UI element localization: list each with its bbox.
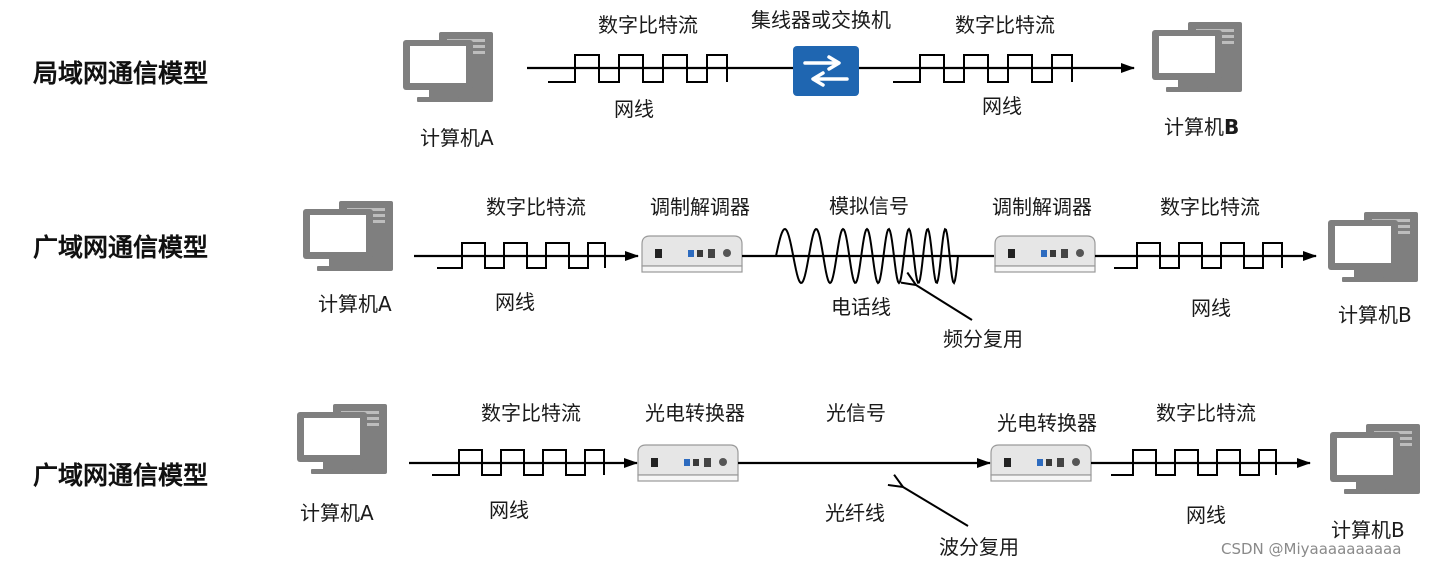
device-label: 集线器或交换机 [751, 8, 891, 32]
signal-label: 数字比特流 [1156, 401, 1256, 425]
device-label: 光电转换器 [645, 401, 745, 425]
cable-label: 光纤线 [825, 501, 885, 525]
desktop-computer-icon [403, 32, 493, 102]
desktop-computer-icon [303, 201, 393, 271]
multiplex-label: 频分复用 [943, 327, 1023, 351]
modem-device-icon [994, 235, 1096, 273]
desktop-computer-icon [1152, 22, 1242, 92]
signal-label: 数字比特流 [486, 195, 586, 219]
computer-label: 计算机A [300, 501, 374, 525]
modem-device-icon [641, 235, 743, 273]
square-wave [432, 449, 605, 476]
signal-label: 数字比特流 [955, 13, 1055, 37]
cable-label: 网线 [495, 290, 535, 314]
device-label: 调制解调器 [650, 195, 750, 219]
computer-label-letter: B [1224, 115, 1239, 139]
device-label: 光电转换器 [997, 411, 1097, 435]
square-wave [437, 242, 606, 269]
signal-label: 数字比特流 [1160, 195, 1260, 219]
computer-label: 计算机A [420, 126, 494, 150]
pointer-arrow [916, 285, 973, 321]
cable-label: 网线 [1191, 296, 1231, 320]
signal-label: 模拟信号 [829, 194, 909, 218]
row-title: 广域网通信模型 [33, 461, 208, 490]
multiplex-label: 波分复用 [939, 535, 1019, 559]
modem-device-icon [637, 444, 739, 482]
signal-label: 数字比特流 [598, 13, 698, 37]
computer-label: 计算机B [1331, 518, 1405, 542]
computer-label: 计算机A [318, 292, 392, 316]
watermark: CSDN @Miyaaaaaaaaaa [1221, 540, 1401, 558]
sine-wave [775, 227, 959, 285]
signal-label: 数字比特流 [481, 401, 581, 425]
pointer-arrow [903, 487, 969, 527]
desktop-computer-icon [1328, 212, 1418, 282]
square-wave [548, 54, 728, 83]
network-switch-icon [791, 44, 861, 98]
row-wan-fiber: 广域网通信模型 计算机A 数字比特流 网线 光电转换器 光信号 光纤线 波分复用… [33, 401, 1420, 559]
desktop-computer-icon [297, 404, 387, 474]
cable-label: 网线 [614, 97, 654, 121]
device-label: 调制解调器 [992, 195, 1092, 219]
cable-label: 电话线 [831, 295, 891, 319]
modem-device-icon [990, 444, 1092, 482]
cable-label: 网线 [982, 94, 1022, 118]
signal-label: 光信号 [826, 401, 886, 425]
row-title: 广域网通信模型 [33, 233, 208, 262]
square-wave [1111, 449, 1277, 476]
row-title: 局域网通信模型 [33, 59, 208, 88]
square-wave [893, 54, 1073, 83]
cable-label: 网线 [1186, 503, 1226, 527]
desktop-computer-icon [1330, 424, 1420, 494]
computer-label: 计算机B [1338, 303, 1412, 327]
cable-label: 网线 [489, 498, 529, 522]
computer-label: 计算机B [1164, 115, 1239, 139]
row-lan: 局域网通信模型 计算机A 数字比特流 网线 集线器或交换机 数字比特流 网线 计… [33, 8, 1242, 150]
square-wave [1114, 242, 1283, 269]
row-wan-modem: 广域网通信模型 计算机A 数字比特流 网线 调制解调器 模拟信号 电话线 频分复… [33, 194, 1418, 351]
